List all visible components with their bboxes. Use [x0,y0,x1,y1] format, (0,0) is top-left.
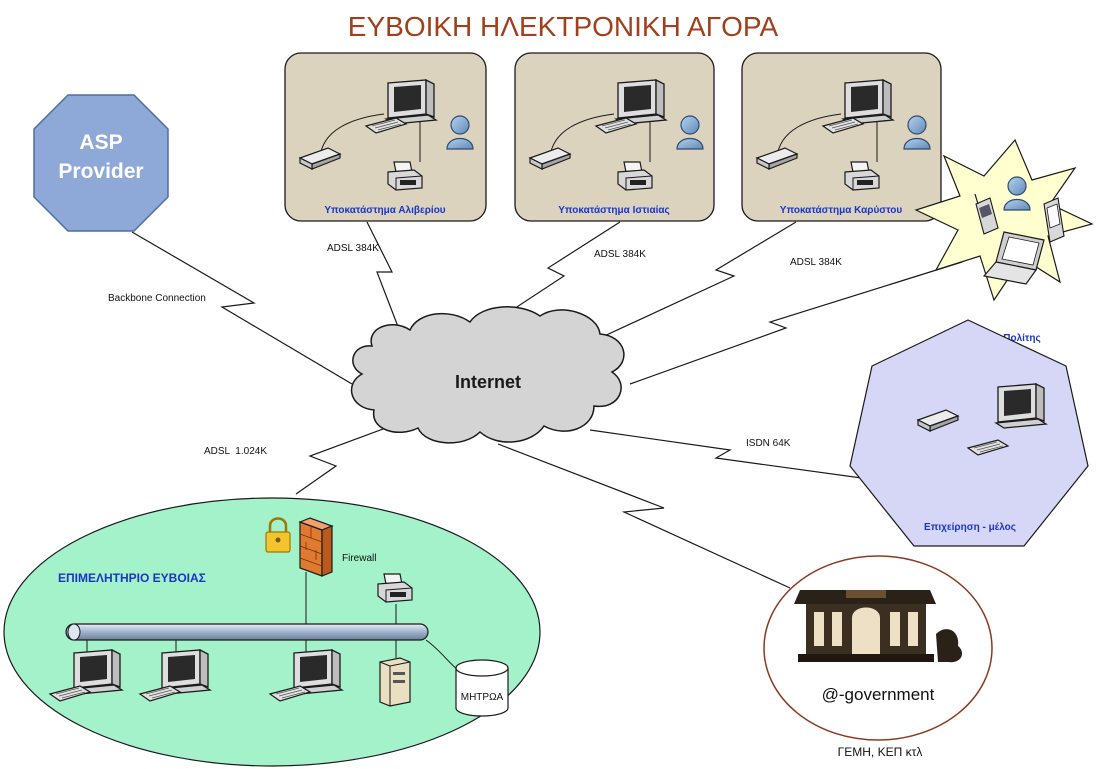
lan-backbone-bus [65,623,429,641]
backbone-link-label: Backbone Connection [108,293,206,304]
lock-icon [265,517,291,553]
adsl-branch-3-label: ADSL 384K [790,257,842,268]
branch-label: Υποκατάστημα Καρύστου [780,205,903,216]
branch-label: Υποκατάστημα Αλιβερίου [324,205,445,216]
asp-provider-node: ASP Provider [33,94,169,232]
government-node: @-government [763,555,993,741]
link-branch-3 [573,221,797,351]
chamber-network: ΕΠΙΜΕΛΗΤΗΡΙΟ ΕΥΒΟΙΑΣ Firewall [3,497,541,767]
laptop-icon [982,231,1045,285]
citizen-label: Πολίτης [1003,333,1040,344]
government-building-icon [794,590,963,663]
adsl-branch-1-label: ADSL 384K [327,243,379,254]
link-business [589,429,877,481]
database-icon: ΜΗΤΡΩΑ [455,659,509,717]
asp-line-1: ASP [79,131,122,154]
mobile-phone-icon [974,193,999,235]
connections [131,221,963,589]
branch-label: Υποκατάστημα Ιστιαίας [558,205,669,216]
link-branch-1 [366,221,403,338]
branch-istiaia: Υποκατάστημα Ιστιαίας [514,52,715,222]
internet-cloud: Internet [350,306,625,444]
diagram-title: ΕΥΒΟΙΚΗ ΗΛΕΚΤΡΟΝΙΚΗ ΑΓΟΡΑ [348,11,779,42]
chamber-title: ΕΠΙΜΕΛΗΤΗΡΙΟ ΕΥΒΟΙΑΣ [58,571,206,585]
internet-label: Internet [455,372,521,392]
firewall-icon [298,517,334,577]
government-caption: ΓΕΜΗ, ΚΕΠ κτλ [838,745,923,759]
asp-line-2: Provider [58,160,143,183]
business-label: Επιχείρηση - μέλος [924,522,1016,533]
registry-label: ΜΗΤΡΩΑ [461,692,504,703]
link-branch-2 [493,221,621,323]
branch-karystos: Υποκατάστημα Καρύστου [741,52,942,222]
adsl-chamber-label: ADSL 1.024K [204,446,267,457]
link-citizen [629,261,963,385]
adsl-branch-2-label: ADSL 384K [594,249,646,260]
isdn-link-label: ISDN 64K [746,438,791,449]
server-icon [379,657,411,707]
business-member-node: Επιχείρηση - μέλος [849,319,1089,547]
firewall-label: Firewall [342,553,376,564]
government-label: @-government [822,685,935,704]
link-chamber [295,421,403,495]
citizen-node [914,138,1094,302]
link-backbone [131,231,353,385]
pda-icon [1043,197,1065,243]
link-government [497,443,791,589]
branch-aliveri: Υποκατάστημα Αλιβερίου [284,52,487,222]
